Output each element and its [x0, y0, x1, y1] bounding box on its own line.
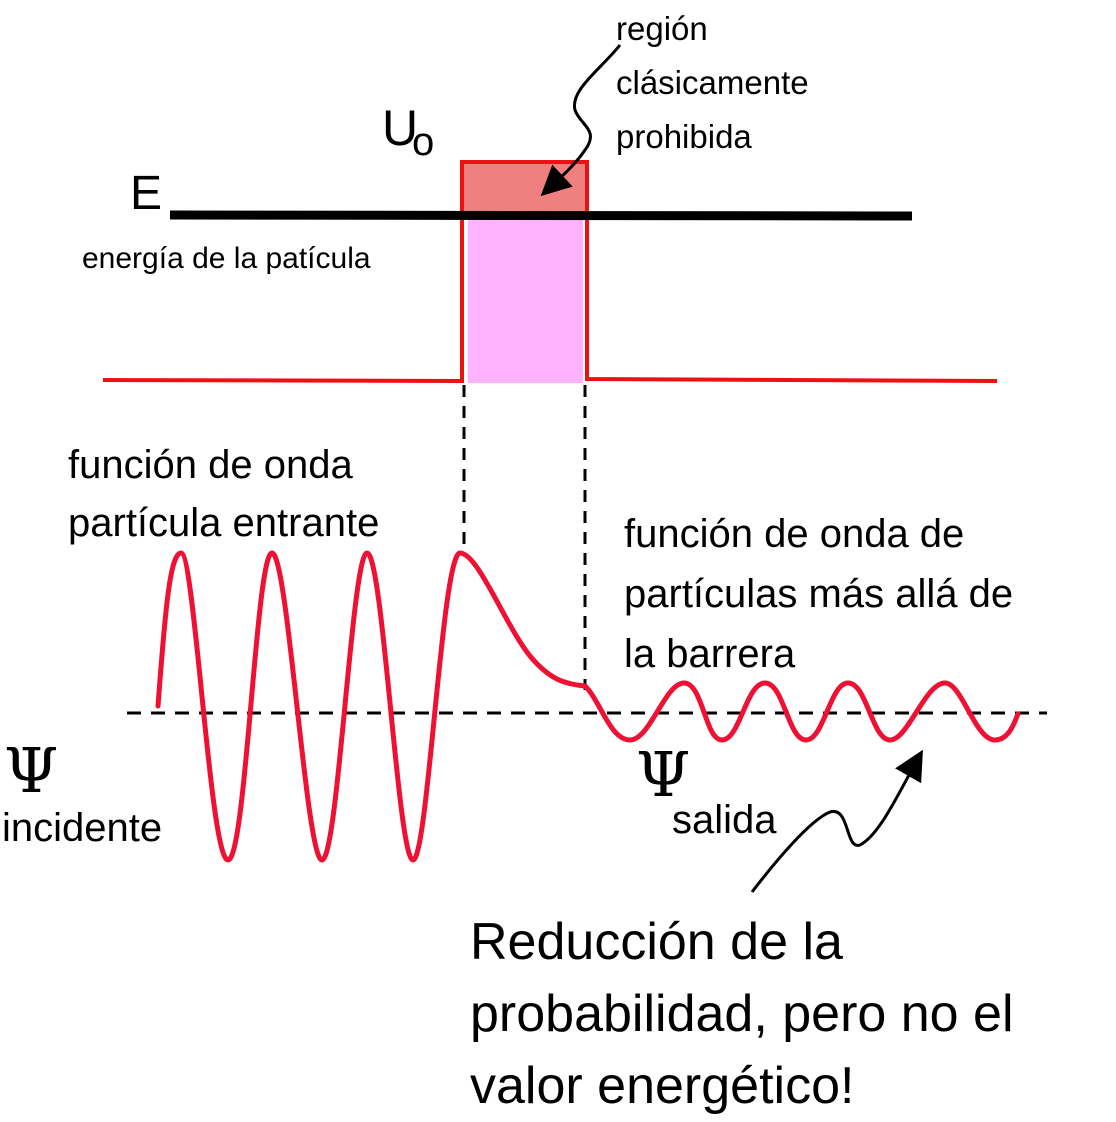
region-arrow-icon — [540, 44, 622, 197]
energy-level-line — [169, 210, 913, 221]
incoming-wave-label: función de onda partícula entrante — [68, 443, 380, 545]
incident-wave — [155, 550, 588, 863]
barrier-height-subscript: o — [412, 120, 435, 164]
psi-exit-label: salida — [672, 798, 777, 842]
psi-incident-symbol: Ψ — [4, 734, 59, 807]
energy-description: energía de la patícula — [82, 242, 371, 275]
psi-incident-label: incidente — [2, 806, 163, 850]
barrier-fill-lower — [468, 215, 583, 383]
psi-exit-symbol: Ψ — [636, 738, 691, 811]
transmitted-wave — [582, 680, 1021, 743]
energy-label: E — [130, 167, 163, 220]
barrier-height-label: U — [382, 100, 419, 156]
potential-barrier-line — [102, 160, 998, 384]
forbidden-region-label: región clásicamente prohibida — [616, 10, 809, 155]
note-arrow-icon — [750, 749, 923, 893]
outgoing-wave-label: función de onda de partículas más allá d… — [624, 512, 1014, 676]
probability-note: Reducción de la probabilidad, pero no el… — [470, 913, 1014, 1115]
